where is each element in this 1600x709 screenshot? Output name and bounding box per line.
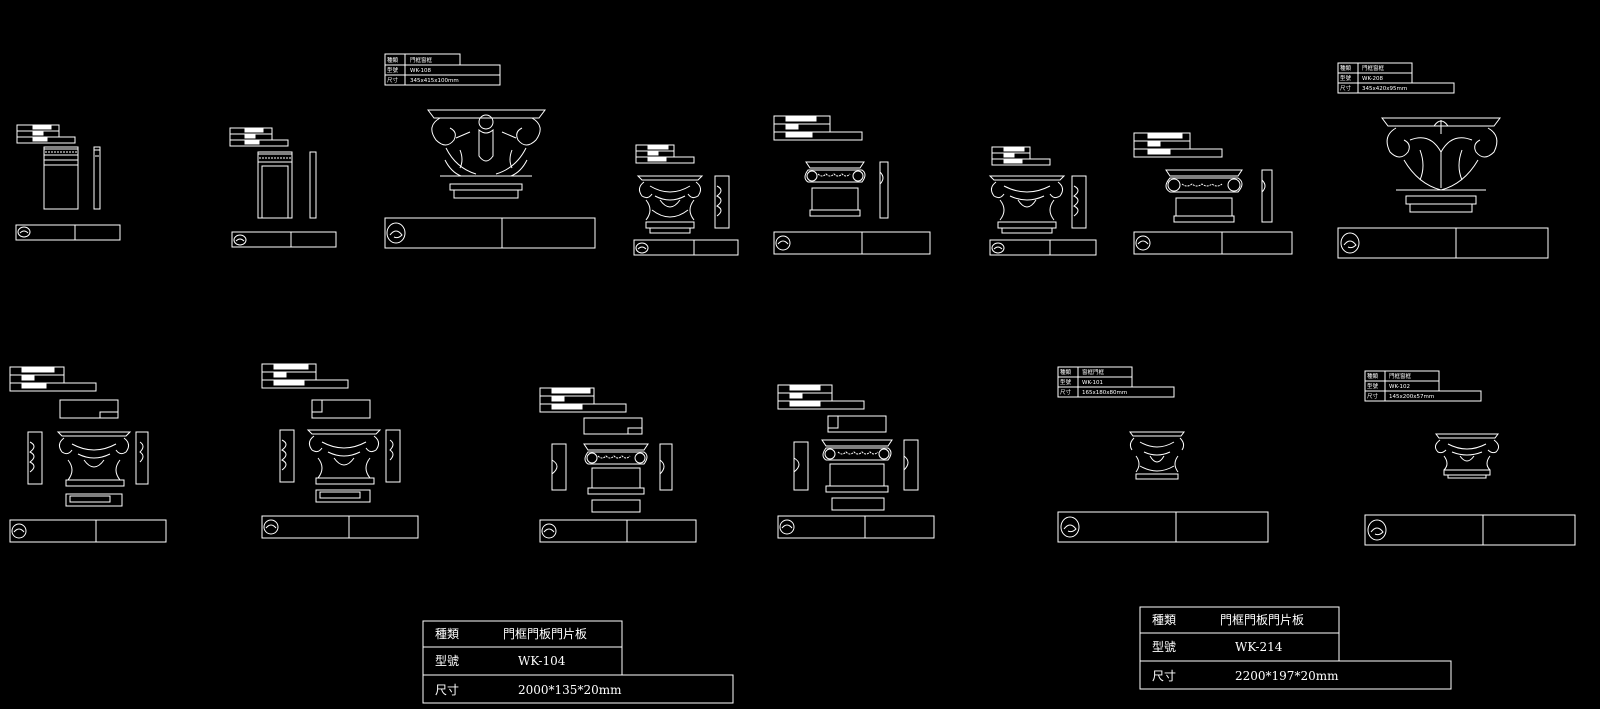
drawing-item-7 bbox=[1133, 132, 1293, 255]
spec-label: 種類 bbox=[435, 627, 459, 641]
title-block bbox=[989, 239, 1097, 256]
mini-spec-table bbox=[991, 146, 1051, 166]
spec-value: 345x420x95mm bbox=[1362, 86, 1407, 92]
spec-label: 種類 bbox=[1152, 613, 1176, 627]
spec-value: 門框門板門片板 bbox=[503, 627, 587, 641]
mini-spec-table bbox=[1133, 132, 1223, 158]
drawing-item-4 bbox=[633, 144, 739, 256]
spec-value: WK-102 bbox=[1389, 384, 1410, 390]
title-block bbox=[15, 224, 121, 241]
ionic-capital-drawing bbox=[1165, 169, 1273, 223]
spec-value: WK-108 bbox=[410, 68, 431, 74]
mini-spec-table bbox=[635, 144, 695, 164]
spec-value: 165x180x80mm bbox=[1082, 390, 1127, 396]
spec-value: WK-101 bbox=[1082, 380, 1103, 386]
title-block bbox=[231, 231, 337, 248]
pilaster-front-view bbox=[257, 151, 317, 219]
spec-label: 型號 bbox=[387, 66, 399, 74]
mini-spec-table bbox=[229, 127, 289, 147]
drawing-item-11 bbox=[539, 387, 697, 543]
spec-label: 尺寸 bbox=[387, 76, 399, 84]
spec-label: 尺寸 bbox=[435, 683, 459, 697]
spec-label: 型號 bbox=[1367, 382, 1379, 390]
spec-label: 種類 bbox=[387, 56, 399, 64]
spec-label: 種類 bbox=[1060, 368, 1072, 376]
ionic-capital-drawing bbox=[804, 161, 889, 219]
ionic-capital-with-profiles bbox=[551, 417, 673, 513]
title-block bbox=[633, 239, 739, 256]
mini-spec-table bbox=[9, 366, 97, 392]
spec-label: 種類 bbox=[1340, 64, 1352, 72]
mini-spec-table bbox=[777, 384, 865, 410]
title-block bbox=[261, 515, 419, 539]
title-block bbox=[1133, 231, 1293, 255]
corinthian-capital-drawing bbox=[1129, 431, 1185, 480]
spec-table-wk214: 種類 門框門板門片板 型號 WK-214 尺寸 2200*197*20mm bbox=[1139, 606, 1452, 690]
spec-label: 尺寸 bbox=[1060, 388, 1072, 396]
drawing-item-9 bbox=[9, 366, 167, 543]
title-block bbox=[777, 515, 935, 539]
spec-table-wk104: 種類 門框門板門片板 型號 WK-104 尺寸 2000*135*20mm bbox=[422, 620, 734, 704]
drawing-item-10 bbox=[261, 363, 419, 539]
spec-value: 345x415x100mm bbox=[410, 78, 459, 84]
spec-table-wk108: 種類 門框窗框 型號 WK-108 尺寸 345x415x100mm bbox=[384, 53, 501, 86]
mini-spec-table bbox=[773, 115, 863, 141]
drawing-item-8: 種類 門框窗框 型號 WK-208 尺寸 345x420x95mm bbox=[1337, 62, 1549, 259]
spec-label: 種類 bbox=[1367, 372, 1379, 380]
spec-value: WK-104 bbox=[518, 654, 566, 668]
title-block bbox=[539, 519, 697, 543]
drawing-item-2 bbox=[229, 127, 337, 248]
figure-capital-drawing bbox=[427, 109, 546, 199]
spec-table-wk102: 種類 門框窗框 型號 WK-102 尺寸 145x200x57mm bbox=[1364, 370, 1482, 402]
spec-value: WK-214 bbox=[1235, 640, 1283, 654]
spec-table-wk208: 種類 門框窗框 型號 WK-208 尺寸 345x420x95mm bbox=[1337, 62, 1455, 94]
title-block bbox=[1364, 514, 1576, 546]
spec-value: 窗框門框 bbox=[1082, 368, 1105, 376]
drawing-item-5 bbox=[773, 115, 931, 255]
spec-value: 門框門板門片板 bbox=[1220, 613, 1304, 627]
spec-label: 型號 bbox=[1060, 378, 1072, 386]
drawing-item-14: 種類 門框窗框 型號 WK-102 尺寸 145x200x57mm bbox=[1364, 370, 1576, 546]
drawing-item-6 bbox=[988, 146, 1097, 256]
mini-spec-table bbox=[539, 387, 627, 413]
title-block bbox=[9, 519, 167, 543]
acanthus-capital-drawing bbox=[1381, 117, 1501, 213]
drawing-item-12 bbox=[777, 384, 935, 539]
spec-label: 尺寸 bbox=[1367, 392, 1379, 400]
spec-label: 型號 bbox=[1152, 640, 1176, 654]
title-block bbox=[384, 217, 596, 249]
capital-with-profiles bbox=[279, 399, 401, 503]
title-block bbox=[773, 231, 931, 255]
spec-table-wk101: 種類 窗框門框 型號 WK-101 尺寸 165x180x80mm bbox=[1057, 366, 1175, 398]
ornate-capital-drawing bbox=[988, 175, 1087, 234]
spec-value: 145x200x57mm bbox=[1389, 394, 1434, 400]
spec-label: 型號 bbox=[1340, 74, 1352, 82]
ornate-capital-drawing bbox=[636, 175, 730, 234]
drawing-item-13: 種類 窗框門框 型號 WK-101 尺寸 165x180x80mm bbox=[1057, 366, 1269, 543]
drawing-item-1 bbox=[15, 124, 121, 241]
mini-spec-table bbox=[261, 363, 349, 389]
spec-label: 尺寸 bbox=[1340, 84, 1352, 92]
spec-value: 2000*135*20mm bbox=[518, 683, 622, 697]
corinthian-capital-drawing bbox=[1434, 433, 1500, 479]
spec-value: WK-208 bbox=[1362, 76, 1383, 82]
spec-label: 尺寸 bbox=[1152, 669, 1176, 683]
spec-value: 門框窗框 bbox=[1362, 64, 1385, 72]
spec-value: 2200*197*20mm bbox=[1235, 669, 1339, 683]
pilaster-front-view bbox=[43, 146, 101, 210]
title-block bbox=[1057, 511, 1269, 543]
ionic-capital-with-profiles bbox=[793, 415, 919, 511]
spec-value: 門框窗框 bbox=[1389, 372, 1412, 380]
capital-with-profiles bbox=[27, 399, 149, 507]
title-block bbox=[1337, 227, 1549, 259]
spec-value: 門框窗框 bbox=[410, 56, 433, 64]
spec-label: 型號 bbox=[435, 654, 459, 668]
mini-spec-table bbox=[16, 124, 76, 144]
drawing-item-3: 種類 門框窗框 型號 WK-108 尺寸 345x415x100mm bbox=[384, 53, 596, 249]
